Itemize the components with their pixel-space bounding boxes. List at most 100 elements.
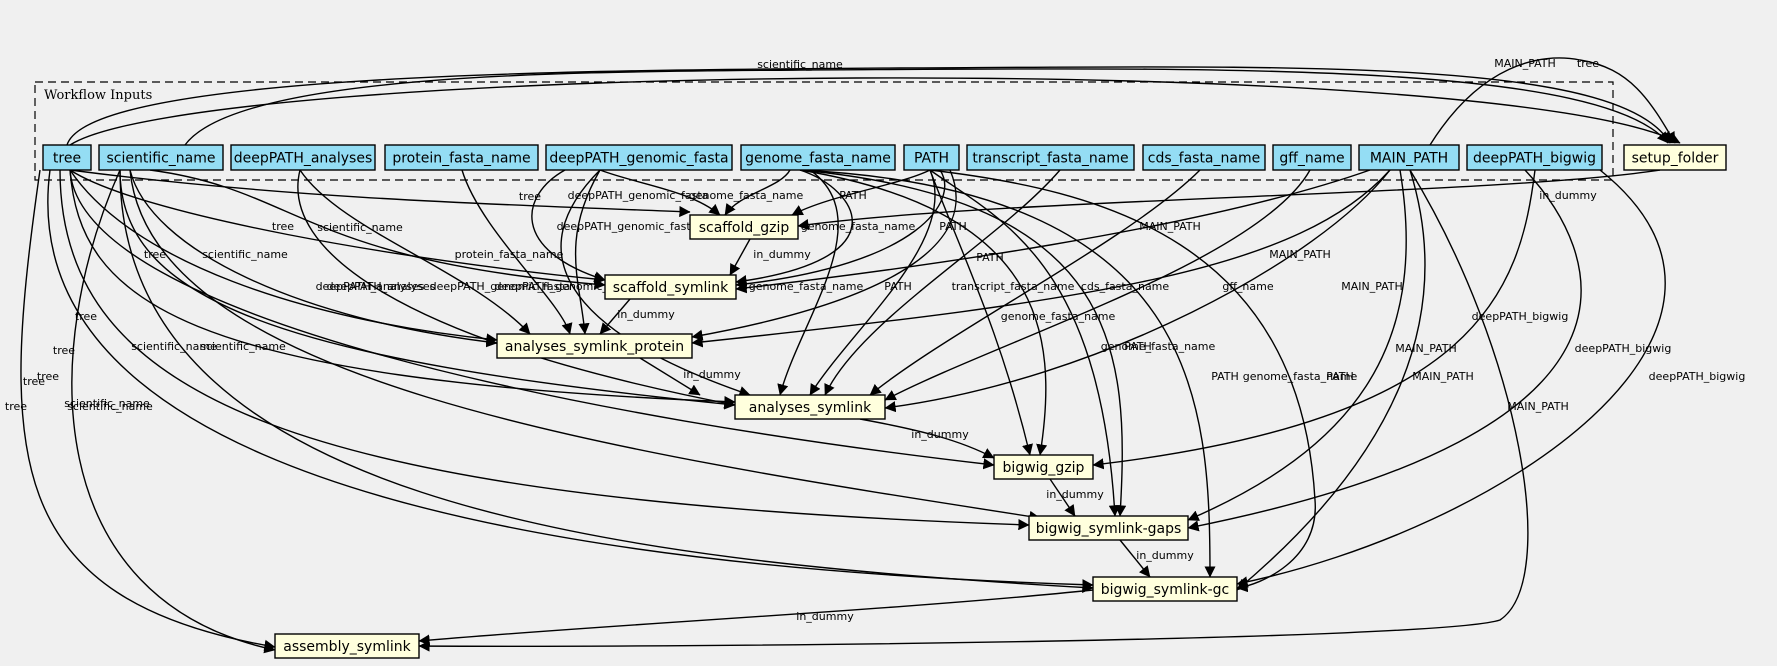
node-bigwig-symlink-gaps: bigwig_symlink-gaps — [1028, 515, 1189, 541]
edge-deepPATH_genomic_fasta-to-analyses_symlink_protein — [574, 169, 601, 335]
edge-label: MAIN_PATH — [1494, 57, 1556, 70]
edge-PATH-to-bigwig_symlink_gaps — [929, 169, 1120, 517]
edge-bigwig_symlink_gc-to-assembly_symlink — [418, 589, 1094, 646]
node-deepPATH-genomic-fasta: deepPATH_genomic_fasta — [545, 144, 733, 171]
edge-label: MAIN_PATH — [1269, 248, 1331, 261]
edge-label: in_dummy — [617, 308, 675, 321]
node-box — [1272, 144, 1352, 171]
node-box — [903, 144, 960, 171]
node-box — [496, 333, 693, 359]
edge-label: deepPATH_bigwig — [1649, 370, 1746, 383]
node-box — [274, 633, 420, 659]
edge-label: PATH — [839, 189, 867, 202]
edge-PATH-to-analyses_symlink — [809, 169, 936, 396]
edge-scientific_name-to-assembly_symlink — [71, 169, 276, 654]
node-analyses-symlink-protein: analyses_symlink_protein — [496, 333, 693, 359]
node-setup-folder: setup_folder — [1623, 144, 1727, 171]
edge-label: gff_name — [1222, 280, 1273, 293]
node-box — [98, 144, 224, 171]
edge-label: scientific_name — [202, 248, 288, 261]
edge-label: in_dummy — [911, 428, 969, 441]
edge-label: MAIN_PATH — [1412, 370, 1474, 383]
edge-deepPATH_analyses-to-analyses_symlink — [297, 169, 736, 409]
edge-label: scientific_name — [200, 340, 286, 353]
node-tree: tree — [42, 144, 92, 171]
node-box — [1358, 144, 1460, 171]
edge-label: tree — [5, 400, 27, 413]
edge-scientific_name-to-setup_folder — [184, 68, 1669, 146]
node-scientific-name: scientific_name — [98, 144, 224, 171]
edge-label: tree — [272, 220, 294, 233]
edge-tree-to-scaffold_gzip — [69, 169, 691, 218]
edge-deepPATH_genomic_fasta-to-scaffold_gzip — [599, 169, 721, 216]
edge-label: tree — [1577, 57, 1599, 70]
edge-label: in_dummy — [753, 248, 811, 261]
node-box — [42, 144, 92, 171]
edge-label: tree — [144, 248, 166, 261]
edge-tree-to-setup_folder — [66, 66, 1671, 146]
node-box — [1142, 144, 1266, 171]
node-label: gff_name — [1279, 151, 1344, 167]
edge-cds_fasta_name-to-analyses_symlink — [869, 169, 1201, 396]
node-box — [993, 454, 1094, 480]
edge-label: genome_fasta_name — [801, 220, 916, 233]
edge-genome_fasta_name-to-bigwig_symlink_gaps — [799, 169, 1127, 517]
edge-label: MAIN_PATH — [1395, 342, 1457, 355]
edge-label: scientific_name — [757, 58, 843, 71]
edge-bigwig_symlink_gaps-to-bigwig_symlink_gc — [1119, 539, 1151, 578]
edge-label: scientific_name — [67, 400, 153, 413]
edge-PATH-to-scaffold_gzip — [791, 169, 931, 216]
edge-PATH-to-scaffold_symlink — [735, 169, 946, 290]
edge-PATH-to-bigwig_gzip — [929, 169, 1033, 456]
edge-scientific_name-to-analyses_symlink_protein — [129, 169, 498, 348]
edge-label: in_dummy — [1136, 549, 1194, 562]
node-PATH: PATH — [903, 144, 960, 171]
edge-MAIN_PATH-to-assembly_symlink — [418, 169, 1529, 652]
node-cds-fasta-name: cds_fasta_name — [1142, 144, 1266, 171]
node-label: bigwig_symlink-gc — [1101, 582, 1230, 598]
node-box — [604, 274, 737, 300]
edge-deepPATH_analyses-to-analyses_symlink_protein — [299, 169, 531, 335]
edge-MAIN_PATH-to-analyses_symlink — [884, 169, 1391, 413]
node-label: transcript_fasta_name — [972, 151, 1128, 167]
edge-label: scientific_name — [131, 340, 217, 353]
edge-transcript_fasta_name-to-analyses_symlink — [824, 169, 1061, 396]
edge-label: transcript_fasta_name — [952, 280, 1075, 293]
edge-label: cds_fasta_name — [1081, 280, 1170, 293]
edge-label: in_dummy — [1046, 488, 1104, 501]
edge-PATH-to-analyses_symlink_protein — [691, 169, 957, 341]
edge-gff_name-to-analyses_symlink — [884, 169, 1311, 401]
edge-label: deepPATH_analyses — [327, 280, 436, 293]
edge-label: MAIN_PATH — [1139, 220, 1201, 233]
node-label: tree — [53, 151, 81, 167]
edge-label: deepPATH_analyses — [316, 280, 425, 293]
edge-deepPATH_genomic_fasta-to-analyses_symlink — [560, 169, 751, 397]
edge-tree-to-setup_folder — [69, 77, 1681, 146]
node-label: MAIN_PATH — [1370, 151, 1448, 167]
node-box — [1623, 144, 1727, 171]
node-label: deepPATH_genomic_fasta — [549, 151, 728, 167]
node-transcript-fasta-name: transcript_fasta_name — [966, 144, 1135, 171]
edge-genome_fasta_name-to-analyses_symlink — [777, 169, 839, 396]
edge-label: protein_fasta_name — [455, 248, 564, 261]
edge-label: deepPATH_bigwig — [1575, 342, 1672, 355]
node-scaffold-gzip: scaffold_gzip — [689, 214, 799, 240]
edge-label: deepPATH_genomic_fasta — [557, 220, 698, 233]
edge-label: PATH — [939, 220, 967, 233]
edge-label: scientific_name — [317, 221, 403, 234]
edge-label: PATH — [1124, 340, 1152, 353]
edge-scientific_name-to-scaffold_symlink — [149, 169, 606, 290]
edge-tree-to-analyses_symlink_protein — [69, 169, 498, 345]
edge-label: MAIN_PATH — [1341, 280, 1403, 293]
edge-MAIN_PATH-to-bigwig_symlink_gc — [1236, 169, 1426, 591]
edge-label: genome_fasta_name — [689, 189, 804, 202]
node-label: analyses_symlink_protein — [505, 339, 684, 355]
node-label: bigwig_gzip — [1003, 460, 1085, 476]
edge-deepPATH_bigwig-to-bigwig_symlink_gaps — [1187, 169, 1582, 532]
edge-scientific_name-to-analyses_symlink — [119, 169, 736, 410]
edge-label: deepPATH_bigwig — [1472, 310, 1569, 323]
nodes-layer: tree scientific_name deepPATH_analyses prot… — [42, 144, 1727, 659]
edge-deepPATH_genomic_fasta-to-scaffold_symlink — [531, 169, 606, 283]
node-box — [689, 214, 799, 240]
